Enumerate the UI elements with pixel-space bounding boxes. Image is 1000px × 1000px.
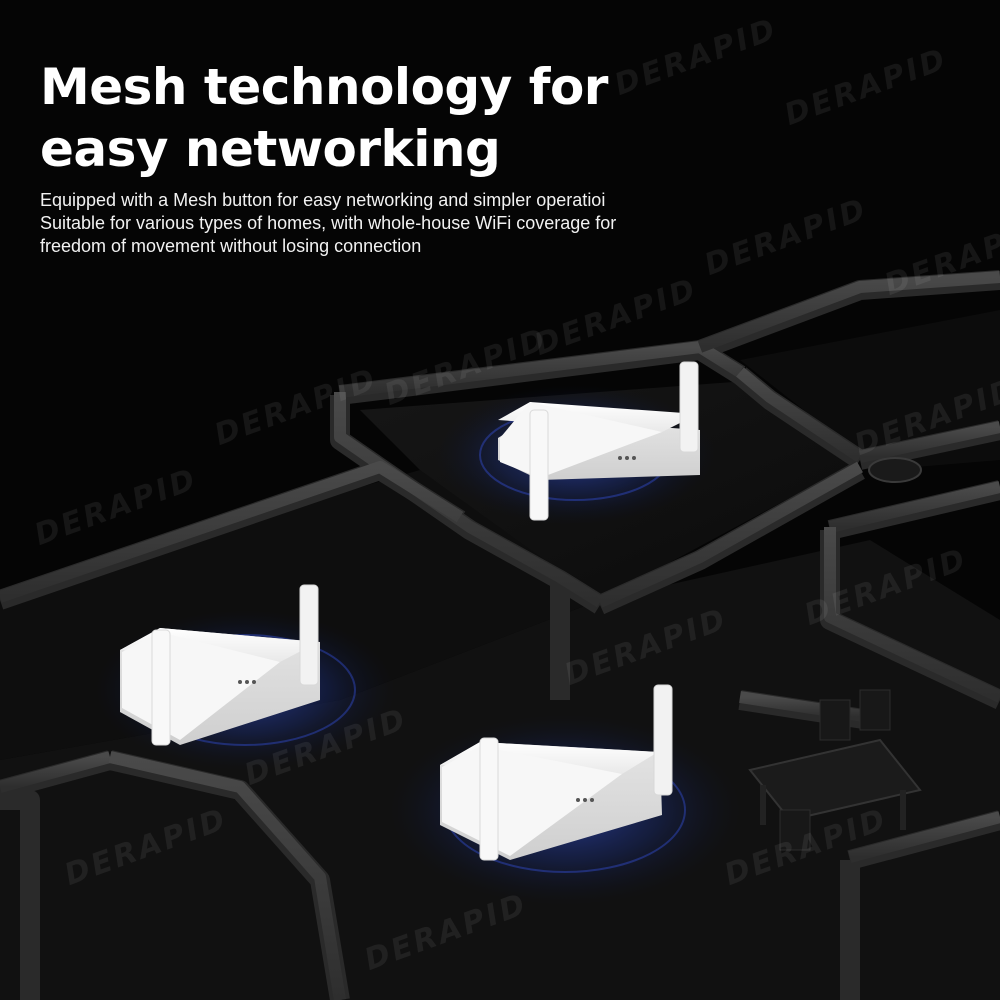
description-line-1: Equipped with a Mesh button for easy net… bbox=[40, 190, 606, 210]
lamp bbox=[868, 457, 922, 483]
description: Equipped with a Mesh button for easy net… bbox=[40, 189, 740, 258]
mesh-router-bottom bbox=[440, 684, 673, 861]
page-title-line-2: easy networking bbox=[40, 120, 501, 178]
page-title-line-1: Mesh technology for bbox=[40, 58, 608, 116]
mesh-router-left bbox=[120, 584, 320, 746]
floor-plan-walls bbox=[0, 270, 1000, 1000]
description-line-2: Suitable for various types of homes, wit… bbox=[40, 213, 617, 233]
dining-table bbox=[748, 689, 922, 851]
description-line-3: freedom of movement without losing conne… bbox=[40, 236, 422, 256]
mesh-router-top bbox=[498, 361, 700, 521]
page-title: Mesh technology for easy networking bbox=[40, 56, 680, 180]
